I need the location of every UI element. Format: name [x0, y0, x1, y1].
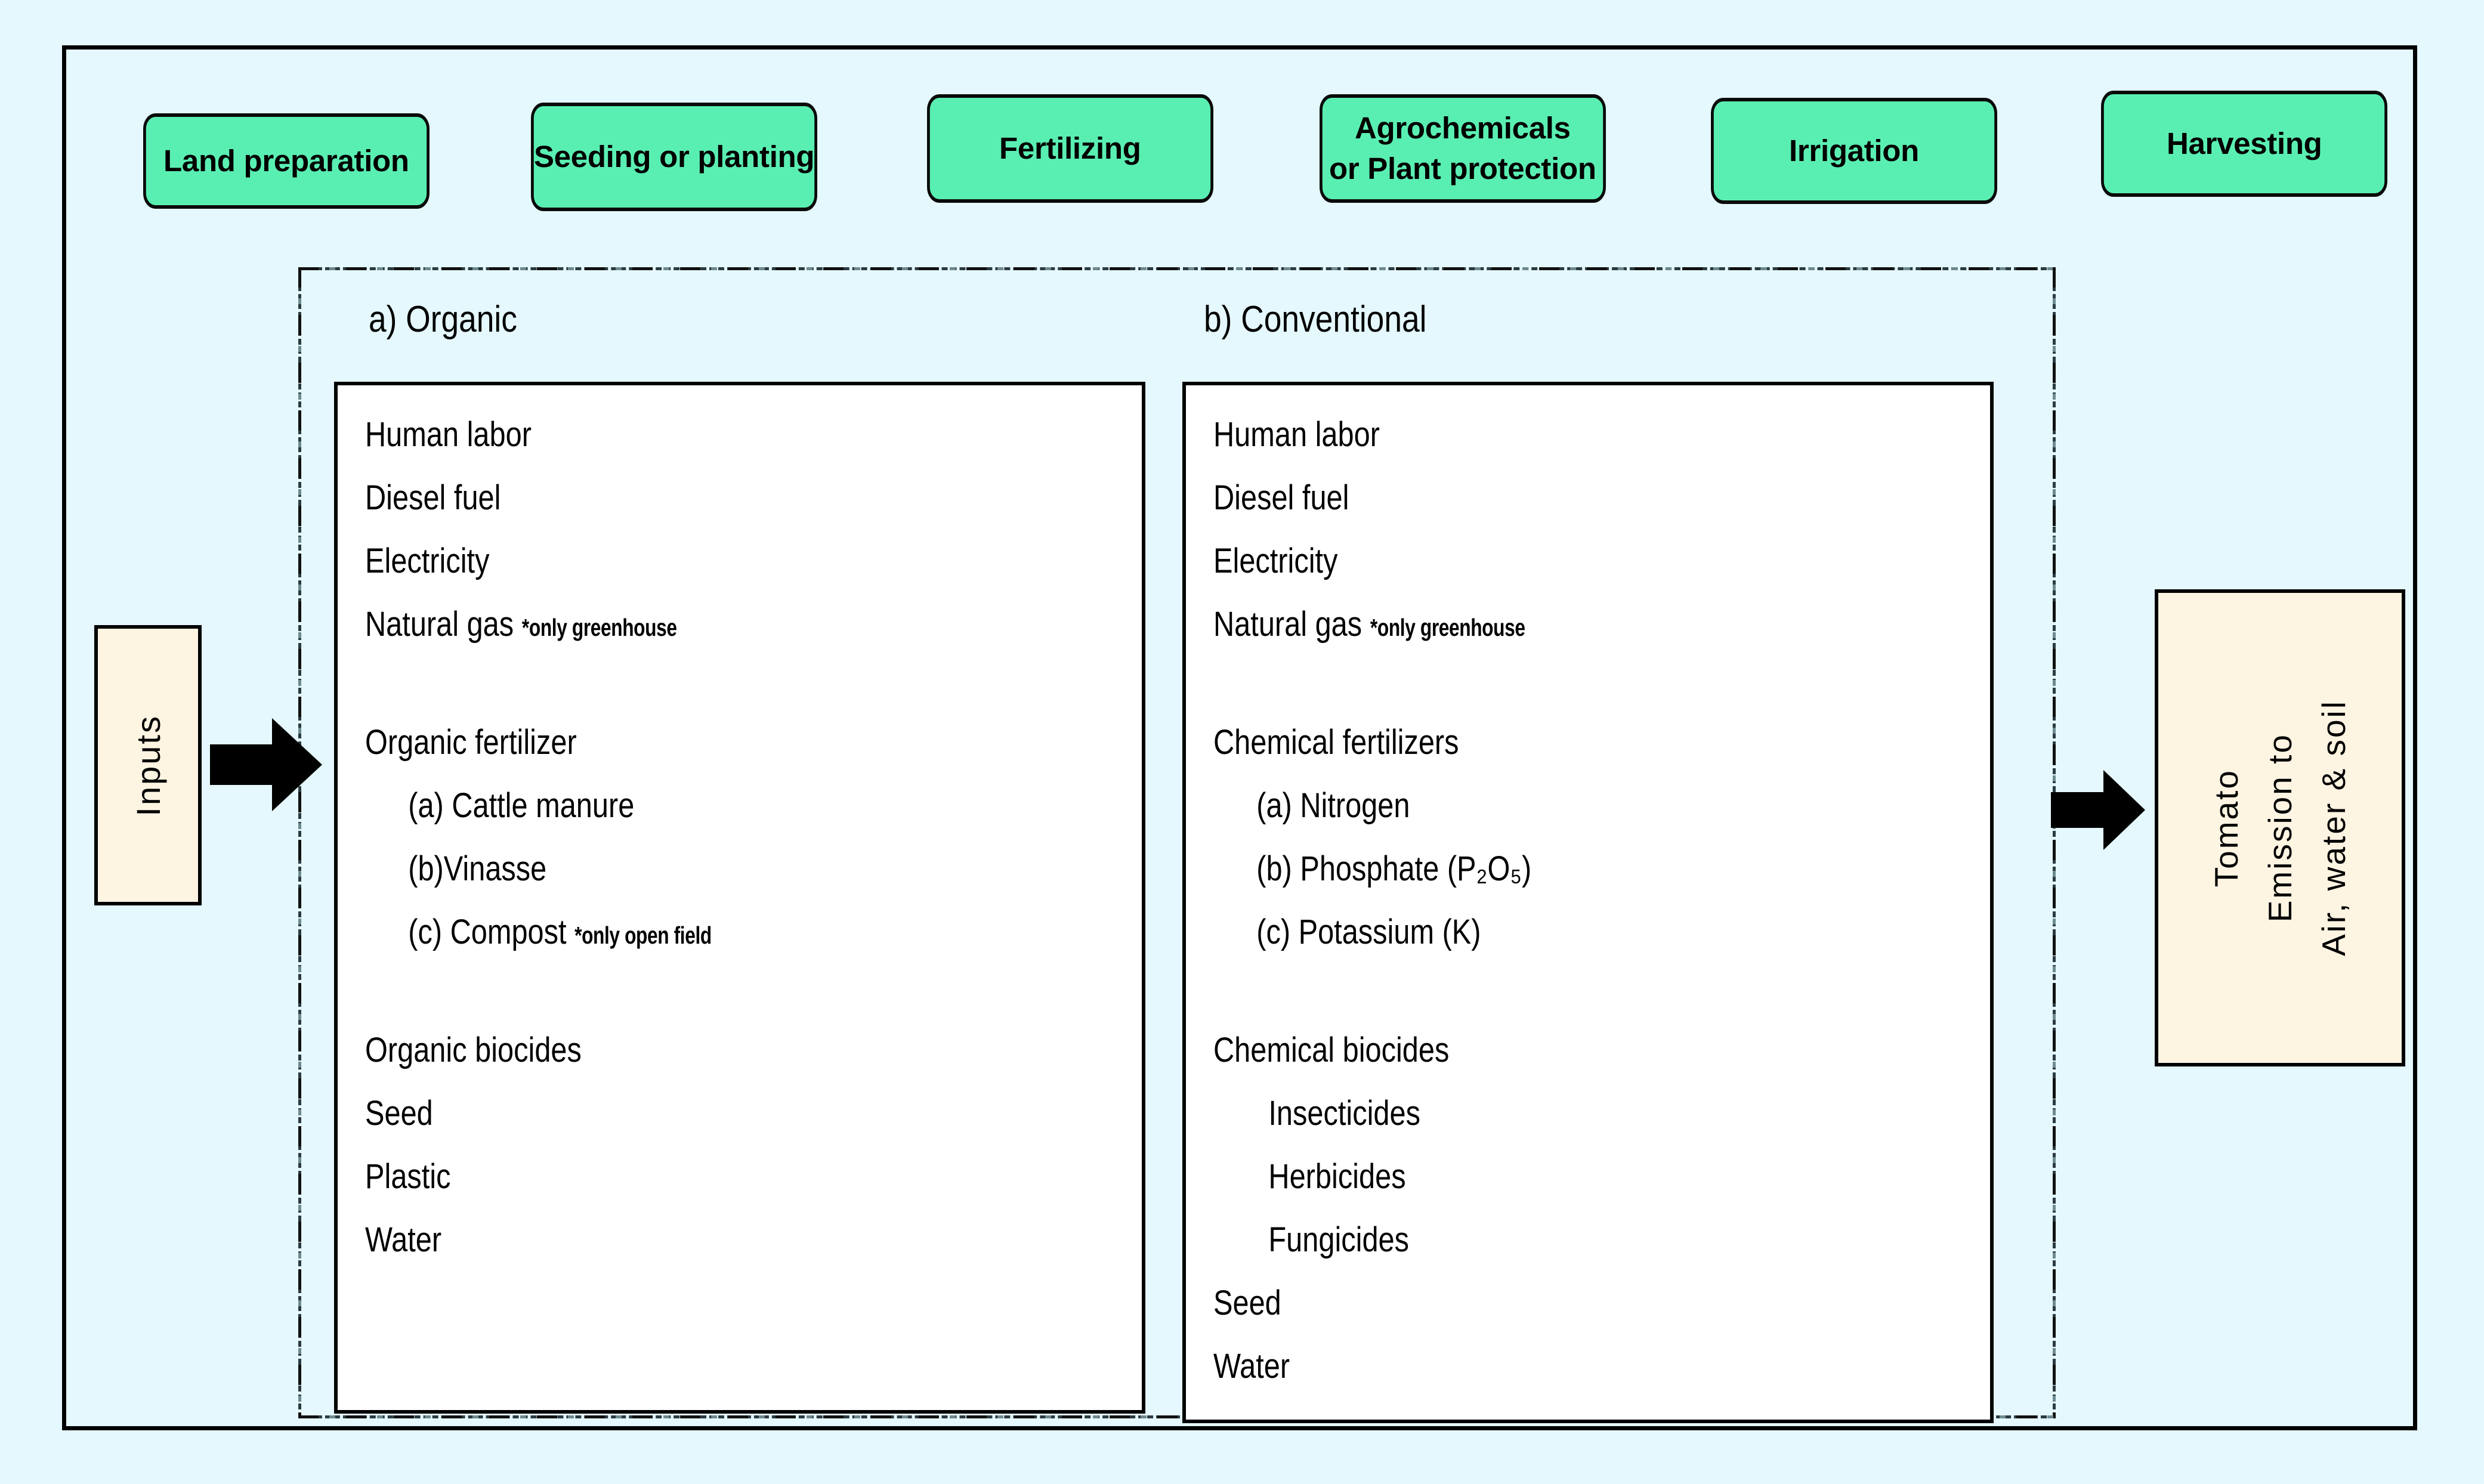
list-item: Natural gas *only greenhouse: [1213, 605, 1525, 644]
stage-label: Irrigation: [1788, 133, 1920, 168]
outputs-text-group: Tomato Emission to Air, water & soil: [2207, 593, 2353, 1063]
list-item: Human labor: [365, 415, 532, 454]
system-boundary: [298, 267, 2056, 1418]
system-boundary-right-edge: [2053, 267, 2056, 1418]
system-boundary-left-edge: [298, 267, 301, 1418]
list-item: (b)Vinasse: [408, 849, 547, 888]
column-heading-conventional: b) Conventional: [1204, 299, 1427, 340]
list-item: Herbicides: [1268, 1157, 1406, 1196]
list-item: Plastic: [365, 1157, 451, 1196]
list-item: Seed: [365, 1094, 433, 1133]
output-product-label: Tomato: [2208, 768, 2245, 888]
list-item: (a) Cattle manure: [408, 786, 635, 825]
stage-box-irrigation[interactable]: Irrigation: [1711, 98, 1997, 204]
list-item: (c) Compost *only open field: [408, 913, 712, 951]
outputs-box: Tomato Emission to Air, water & soil: [2155, 589, 2405, 1066]
list-item: Diesel fuel: [1213, 478, 1349, 517]
stage-label: Agrochemicals or Plant protection: [1329, 110, 1596, 186]
list-item: Chemical biocides: [1213, 1031, 1450, 1069]
list-item: Diesel fuel: [365, 478, 501, 517]
list-item: Water: [1213, 1347, 1290, 1386]
column-heading-organic: a) Organic: [369, 299, 517, 340]
stage-label: Harvesting: [2166, 126, 2322, 160]
list-item: Insecticides: [1268, 1094, 1420, 1133]
stage-label: Fertilizing: [999, 131, 1141, 165]
organic-inputs-panel: Human labor Diesel fuel Electricity Natu…: [334, 382, 1145, 1414]
emission-title-label: Emission to: [2261, 733, 2298, 923]
list-item: (b) Phosphate (P₂O₅): [1256, 849, 1532, 888]
arrow-system-to-outputs: [2051, 770, 2145, 850]
stage-box-land-preparation[interactable]: Land preparation: [143, 113, 430, 209]
list-item: Chemical fertilizers: [1213, 723, 1459, 762]
list-item: Human labor: [1213, 415, 1380, 454]
list-item: Organic biocides: [365, 1031, 582, 1069]
list-item-note: *only greenhouse: [1370, 614, 1525, 641]
inputs-label: Inputs: [129, 714, 167, 817]
list-item: (c) Potassium (K): [1256, 913, 1481, 951]
list-item: Fungicides: [1268, 1220, 1410, 1259]
emission-targets-label: Air, water & soil: [2315, 699, 2352, 956]
stage-label: Land preparation: [163, 143, 409, 178]
stage-box-seeding-or-planting[interactable]: Seeding or planting: [531, 103, 817, 211]
conventional-inputs-panel: Human labor Diesel fuel Electricity Natu…: [1182, 382, 1994, 1423]
inputs-box: Inputs: [94, 625, 202, 905]
list-item: Electricity: [1213, 542, 1338, 580]
list-item-note: *only open field: [574, 922, 712, 949]
stage-box-fertilizing[interactable]: Fertilizing: [927, 94, 1213, 203]
list-item: Natural gas *only greenhouse: [365, 605, 677, 644]
arrow-inputs-to-system: [210, 718, 322, 811]
list-item: Seed: [1213, 1284, 1281, 1322]
stage-box-harvesting[interactable]: Harvesting: [2101, 91, 2387, 197]
stage-label: Seeding or planting: [533, 139, 815, 174]
list-item: (a) Nitrogen: [1256, 786, 1410, 825]
list-item-note: *only greenhouse: [521, 614, 677, 641]
stage-box-agrochemicals-plant-protection[interactable]: Agrochemicals or Plant protection: [1320, 94, 1606, 203]
list-item: Organic fertilizer: [365, 723, 577, 762]
list-item: Electricity: [365, 542, 490, 580]
list-item: Water: [365, 1220, 442, 1259]
